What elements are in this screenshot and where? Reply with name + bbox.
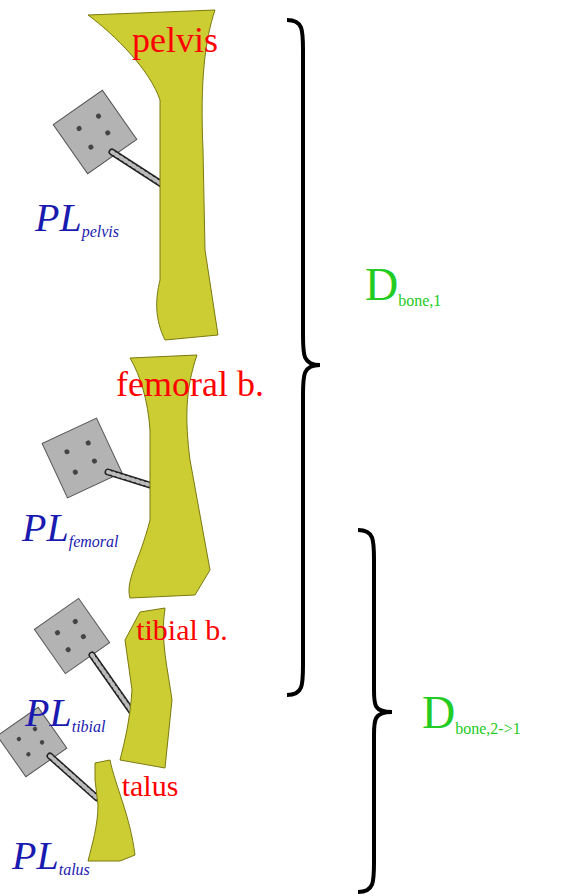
bone-name: talus (122, 771, 179, 801)
symbol: PL (25, 690, 72, 735)
bone (88, 10, 218, 340)
bone-name: pelvis (132, 22, 218, 58)
subscript: pelvis (82, 223, 119, 240)
symbol: D (422, 687, 455, 738)
bracket (358, 530, 392, 892)
symbol: PL (12, 833, 59, 878)
symbol: PL (22, 505, 69, 550)
symbol: D (365, 259, 398, 310)
subscript: bone,2->1 (455, 720, 520, 737)
subscript: femoral (69, 533, 119, 550)
subscript: talus (59, 861, 90, 878)
bone-shape: pelvis (80, 4, 235, 346)
symbol: PL (35, 195, 82, 240)
distance-label: Dbone,2->1 (422, 690, 521, 736)
plate-label: PLpelvis (35, 198, 119, 238)
subscript: bone,1 (398, 292, 441, 309)
bone-shape: femoral b. (100, 350, 300, 605)
plate-label: PLtalus (12, 836, 90, 876)
plate-label: PLtibial (25, 693, 105, 733)
bone-name: tibial b. (136, 615, 228, 645)
bone-shape: tibial b. (110, 600, 250, 772)
distance-label: Dbone,1 (365, 262, 441, 308)
bone-shape: talus (80, 756, 230, 864)
bracket (287, 20, 320, 695)
plate-femoral (42, 418, 122, 498)
subscript: tibial (72, 718, 106, 735)
plate-label: PLfemoral (22, 508, 118, 548)
bone-name: femoral b. (116, 366, 264, 402)
